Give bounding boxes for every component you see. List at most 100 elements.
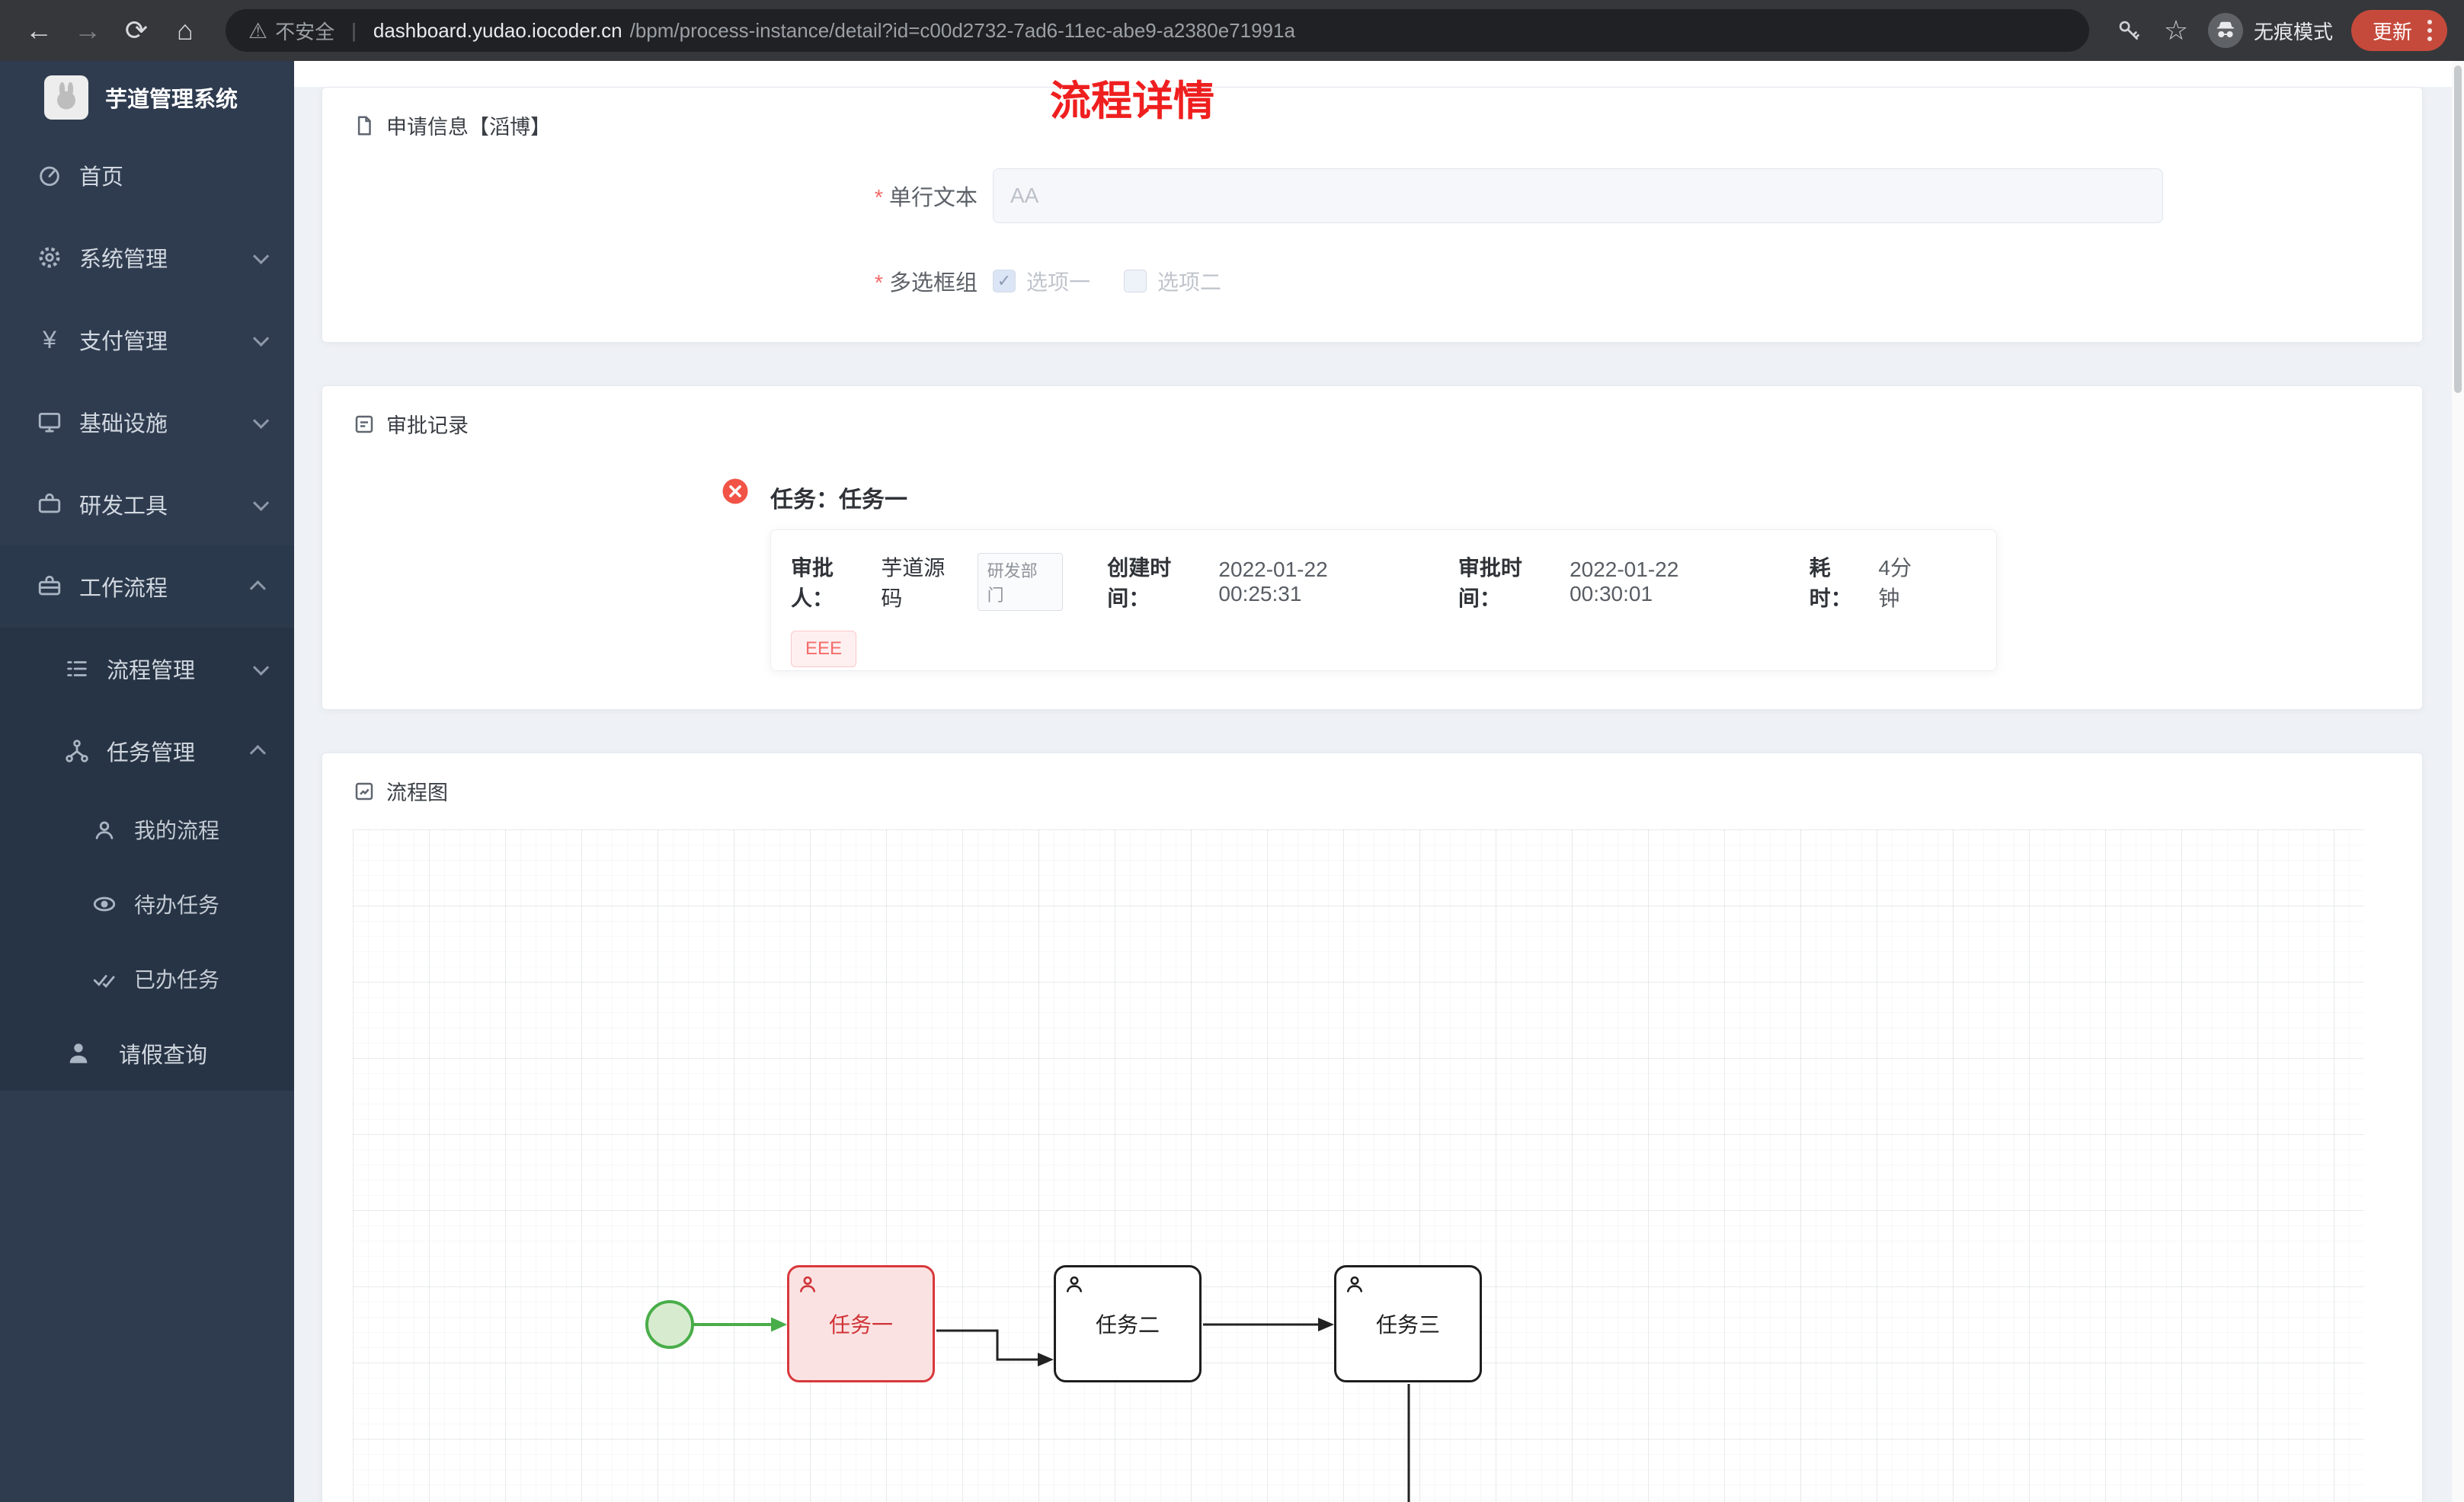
sidebar-item-label: 请假查询 bbox=[119, 1043, 208, 1068]
scrollbar-thumb[interactable] bbox=[2454, 66, 2462, 393]
diagram-card-title: 流程图 bbox=[386, 781, 448, 804]
approval-detail-box: 审批人： 芋道源码 研发部门 创建时间： 2022-01-22 00:25:31… bbox=[770, 529, 1997, 671]
start-event bbox=[645, 1300, 694, 1349]
sidebar-item-label: 系统管理 bbox=[79, 248, 168, 272]
task-label: 任务三 bbox=[1375, 1313, 1440, 1337]
record-icon bbox=[355, 415, 373, 433]
checkbox-option-1[interactable]: ✓ bbox=[993, 270, 1016, 292]
approver-label: 审批人： bbox=[791, 556, 834, 610]
sidebar-item-label: 基础设施 bbox=[79, 412, 168, 436]
bpmn-task-3[interactable]: 任务三 bbox=[1334, 1265, 1482, 1382]
page-title: 流程详情 bbox=[1050, 78, 1214, 124]
incognito-icon bbox=[2216, 21, 2235, 37]
sidebar-item-process-mgmt[interactable]: 流程管理 bbox=[0, 628, 294, 710]
forward-button[interactable]: → bbox=[66, 8, 110, 53]
incognito-label: 无痕模式 bbox=[2253, 20, 2333, 43]
sidebar-item-infra[interactable]: 基础设施 bbox=[0, 381, 294, 463]
sidebar-item-done-tasks[interactable]: 已办任务 bbox=[0, 941, 294, 1016]
approve-time-field: 审批时间： 2022-01-22 00:30:01 bbox=[1458, 551, 1765, 612]
back-button[interactable]: ← bbox=[17, 8, 61, 53]
forward-icon: → bbox=[74, 14, 101, 46]
duration-label: 耗时： bbox=[1809, 556, 1852, 610]
sidebar-item-home[interactable]: 首页 bbox=[0, 134, 294, 216]
department-tag: 研发部门 bbox=[977, 553, 1064, 611]
chevron-down-icon bbox=[253, 330, 270, 347]
sidebar-item-label: 流程管理 bbox=[107, 659, 196, 683]
sidebar-item-leave-query[interactable]: 请假查询 bbox=[0, 1016, 294, 1091]
star-icon: ☆ bbox=[2163, 14, 2189, 46]
task-title: 任务：任务一 bbox=[770, 487, 907, 513]
sidebar-item-label: 首页 bbox=[79, 165, 124, 190]
duration-field: 耗时： 4分钟 bbox=[1810, 551, 1932, 612]
approve-time-label: 审批时间： bbox=[1458, 556, 1522, 610]
sidebar-item-label: 待办任务 bbox=[134, 893, 220, 917]
sidebar-item-label: 支付管理 bbox=[79, 330, 168, 354]
chevron-down-icon bbox=[253, 248, 270, 264]
content-top-strip bbox=[294, 61, 2452, 87]
apply-card-header: 申请信息【滔博】 bbox=[353, 110, 551, 140]
browser-toolbar: ← → ⟳ ⌂ ⚠ 不安全 | dashboard.yudao.iocoder.… bbox=[0, 0, 2464, 61]
sidebar-item-label: 已办任务 bbox=[134, 968, 220, 992]
app-title: 芋道管理系统 bbox=[105, 88, 238, 112]
required-mark: * bbox=[874, 271, 883, 296]
sidebar-item-todo-tasks[interactable]: 待办任务 bbox=[0, 867, 294, 941]
checkbox-option-2-label: 选项二 bbox=[1157, 270, 1222, 294]
page-scrollbar[interactable] bbox=[2452, 61, 2464, 1502]
sidebar-item-label: 任务管理 bbox=[107, 741, 196, 765]
address-bar[interactable]: ⚠ 不安全 | dashboard.yudao.iocoder.cn /bpm/… bbox=[226, 9, 2089, 52]
rabbit-logo-icon bbox=[57, 81, 75, 110]
document-icon bbox=[357, 116, 371, 135]
single-line-input[interactable] bbox=[993, 168, 2163, 223]
url-divider: | bbox=[351, 18, 357, 42]
security-label: 不安全 bbox=[275, 20, 335, 43]
sidebar-item-my-process[interactable]: 我的流程 bbox=[0, 792, 294, 867]
chevron-down-icon bbox=[253, 494, 270, 511]
sidebar-item-payment[interactable]: ¥ 支付管理 bbox=[0, 299, 294, 381]
sidebar-item-label: 工作流程 bbox=[79, 577, 168, 601]
sidebar-item-system[interactable]: 系统管理 bbox=[0, 216, 294, 299]
process-diagram-card: 流程图 任务一 bbox=[322, 753, 2423, 1502]
list-icon bbox=[62, 654, 91, 683]
chevron-up-icon bbox=[249, 580, 266, 596]
diagram-card-header: 流程图 bbox=[353, 776, 448, 806]
workflow-submenu: 流程管理 任务管理 我的流程 待办任务 已办任务 bbox=[0, 628, 294, 1091]
incognito-avatar[interactable] bbox=[2207, 13, 2243, 48]
home-icon: ⌂ bbox=[177, 14, 194, 46]
monitor-icon bbox=[35, 407, 64, 436]
incognito-badge: 无痕模式 bbox=[2207, 13, 2333, 48]
sidebar-item-task-mgmt[interactable]: 任务管理 bbox=[0, 710, 294, 792]
sidebar-item-devtools[interactable]: 研发工具 bbox=[0, 463, 294, 545]
bpmn-task-2[interactable]: 任务二 bbox=[1054, 1265, 1202, 1382]
chevron-up-icon bbox=[249, 744, 266, 761]
sidebar: 芋道管理系统 首页 系统管理 ¥ 支付管理 基础设施 研发工具 bbox=[0, 61, 294, 1502]
user-task-icon bbox=[1066, 1276, 1083, 1293]
sidebar-item-label: 研发工具 bbox=[79, 494, 168, 519]
checkbox-option-1-label: 选项一 bbox=[1026, 270, 1091, 294]
browser-update-button[interactable]: 更新 bbox=[2350, 10, 2447, 51]
main-content: 流程详情 申请信息【滔博】 *单行文本 *多选框组 ✓ 选项一 选项二 bbox=[294, 61, 2452, 1502]
duration-value: 4分钟 bbox=[1878, 556, 1912, 610]
browser-menu-icon[interactable] bbox=[2427, 20, 2432, 41]
gear-icon bbox=[35, 243, 64, 272]
bpmn-task-1[interactable]: 任务一 bbox=[787, 1265, 935, 1382]
home-button[interactable]: ⌂ bbox=[163, 8, 207, 53]
refresh-button[interactable]: ⟳ bbox=[114, 8, 158, 53]
double-check-icon bbox=[90, 964, 119, 993]
approve-time-value: 2022-01-22 00:30:01 bbox=[1570, 558, 1679, 606]
not-secure-icon: ⚠ bbox=[248, 18, 268, 43]
single-line-field-row: *单行文本 bbox=[322, 168, 2422, 223]
chevron-down-icon bbox=[253, 659, 270, 676]
create-time-field: 创建时间： 2022-01-22 00:25:31 bbox=[1107, 551, 1414, 612]
bpmn-canvas[interactable]: 任务一 任务二 任务三 bbox=[353, 829, 2364, 1502]
app-logo-row[interactable]: 芋道管理系统 bbox=[0, 61, 294, 134]
approval-record-card: 审批记录 任务：任务一 审批人： 芋道源码 研发部门 创建时间： 2022-01… bbox=[322, 385, 2423, 710]
password-key-button[interactable] bbox=[2107, 9, 2150, 52]
bookmark-button[interactable]: ☆ bbox=[2155, 9, 2197, 52]
approver-value: 芋道源码 bbox=[881, 556, 946, 610]
approval-comment-row: EEE bbox=[791, 631, 1976, 667]
field-label-text: 单行文本 bbox=[888, 186, 978, 210]
eye-icon bbox=[90, 890, 119, 919]
checkbox-option-2[interactable] bbox=[1124, 270, 1147, 292]
person-icon bbox=[64, 1039, 93, 1068]
sidebar-item-workflow[interactable]: 工作流程 bbox=[0, 545, 294, 628]
